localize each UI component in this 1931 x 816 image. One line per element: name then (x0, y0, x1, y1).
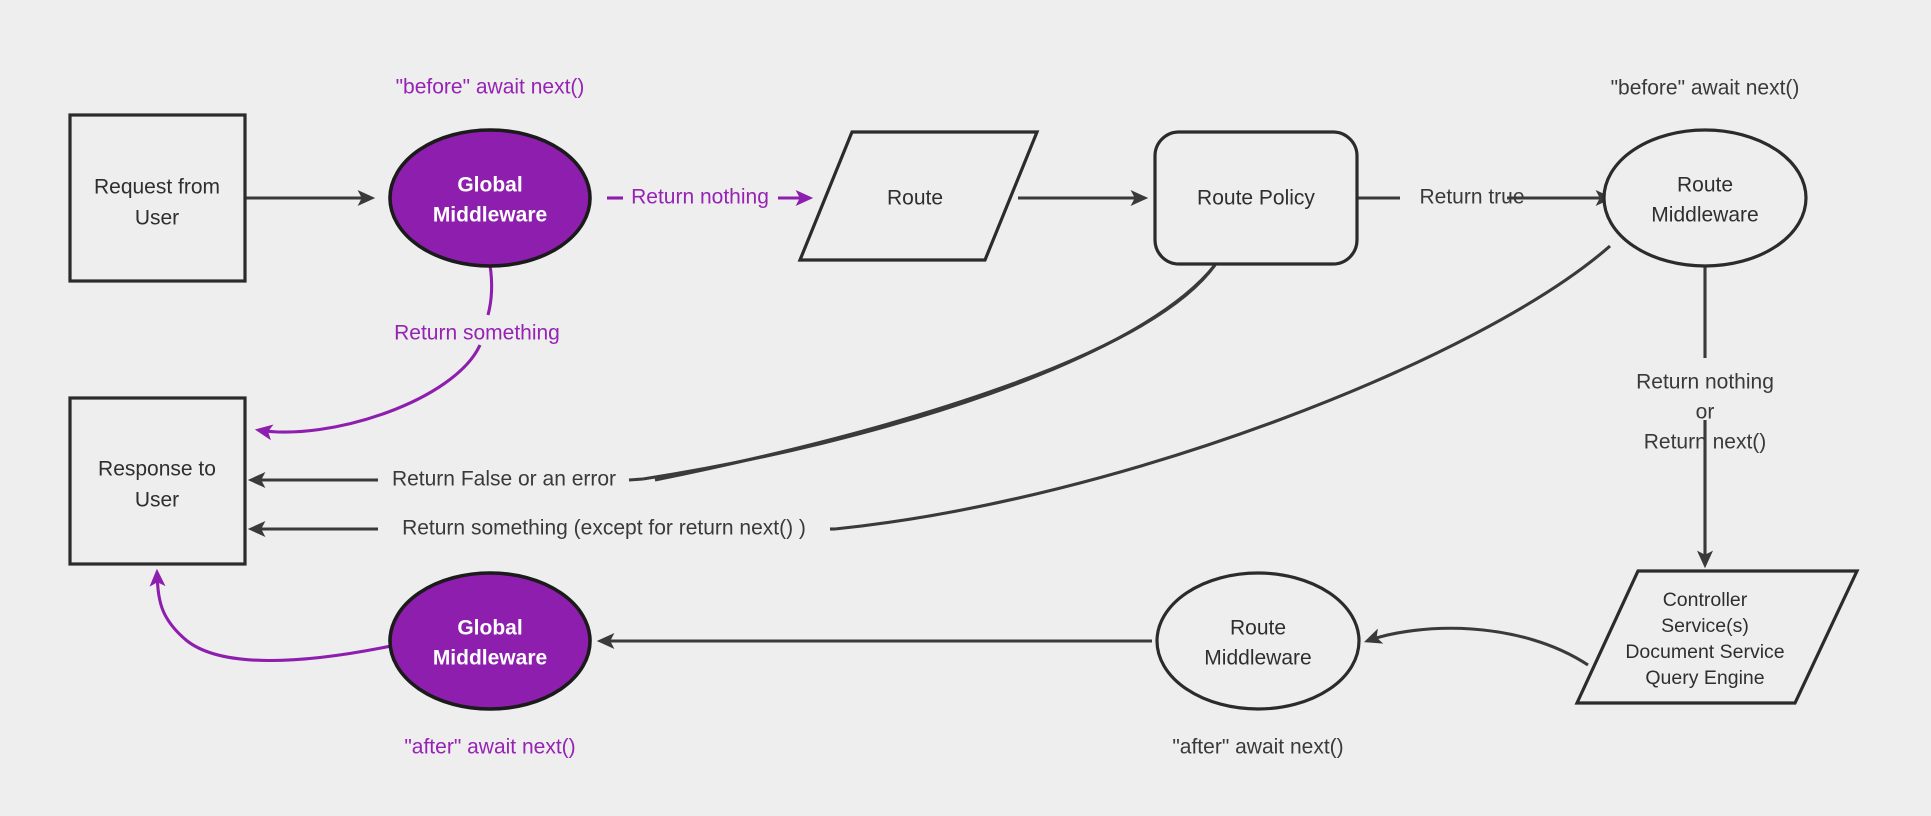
node-response-label-line2: User (135, 489, 179, 512)
node-global-middleware-bottom[interactable]: Global Middleware (388, 571, 592, 711)
node-controller-label-line1: Controller (1663, 589, 1748, 611)
node-request-from-user[interactable]: Request from User (68, 113, 247, 283)
node-response-label-line1: Response to (98, 458, 216, 481)
edge-route-policy-to-response (247, 264, 1217, 489)
annotation-after-await-next-route-middleware: "after" await next() (1172, 736, 1343, 759)
node-global-mw-bottom-label-line1: Global (457, 617, 522, 640)
annotation-before-await-next-route-middleware: "before" await next() (1611, 77, 1800, 100)
edge-label-return-nothing-or-next-line3: Return next() (1644, 431, 1767, 454)
edge-label-return-false-or-error: Return False or an error (392, 468, 616, 491)
edge-label-return-something-except: Return something (except for return next… (402, 517, 806, 540)
node-route-policy-label: Route Policy (1197, 187, 1315, 210)
node-route-mw-top-label-line2: Middleware (1651, 204, 1758, 227)
edge-global-middleware-to-response-purple (254, 264, 494, 441)
edge-label-return-nothing-or-next-line1: Return nothing (1636, 371, 1774, 394)
edge-label-return-true: Return true (1419, 186, 1524, 209)
edge-global-middleware-bottom-to-response (149, 568, 397, 663)
node-controller-label-line3: Document Service (1625, 641, 1784, 663)
node-request-label-line1: Request from (94, 176, 220, 199)
node-global-mw-bottom-label-line2: Middleware (433, 647, 547, 670)
node-response-to-user[interactable]: Response to User (68, 396, 247, 566)
edge-route-middleware-to-response (247, 244, 1612, 538)
node-controller-services[interactable]: Controller Service(s) Document Service Q… (1574, 569, 1860, 705)
annotation-before-await-next-global: "before" await next() (396, 76, 585, 99)
edge-controller-to-route-middleware-bottom (1363, 626, 1589, 667)
node-route[interactable]: Route (797, 130, 1040, 262)
edge-label-return-nothing-or-next-line2: or (1696, 401, 1715, 424)
annotation-after-await-next-global: "after" await next() (404, 736, 575, 759)
node-route-mw-bottom-label-line2: Middleware (1204, 647, 1311, 670)
node-controller-label-line2: Service(s) (1661, 615, 1749, 637)
node-controller-label-line4: Query Engine (1645, 667, 1764, 689)
edge-label-return-something: Return something (394, 322, 560, 345)
node-request-label-line2: User (135, 207, 179, 230)
node-route-middleware-bottom[interactable]: Route Middleware (1155, 571, 1361, 711)
node-global-middleware-top[interactable]: Global Middleware (388, 128, 592, 268)
node-route-policy[interactable]: Route Policy (1153, 130, 1359, 266)
node-global-mw-top-label-line1: Global (457, 174, 522, 197)
edge-label-return-nothing: Return nothing (631, 186, 769, 209)
node-global-mw-top-label-line2: Middleware (433, 204, 547, 227)
node-route-mw-bottom-label-line1: Route (1230, 617, 1286, 640)
node-route-label: Route (887, 187, 943, 210)
node-route-middleware-top[interactable]: Route Middleware (1602, 128, 1808, 268)
node-route-mw-top-label-line1: Route (1677, 174, 1733, 197)
